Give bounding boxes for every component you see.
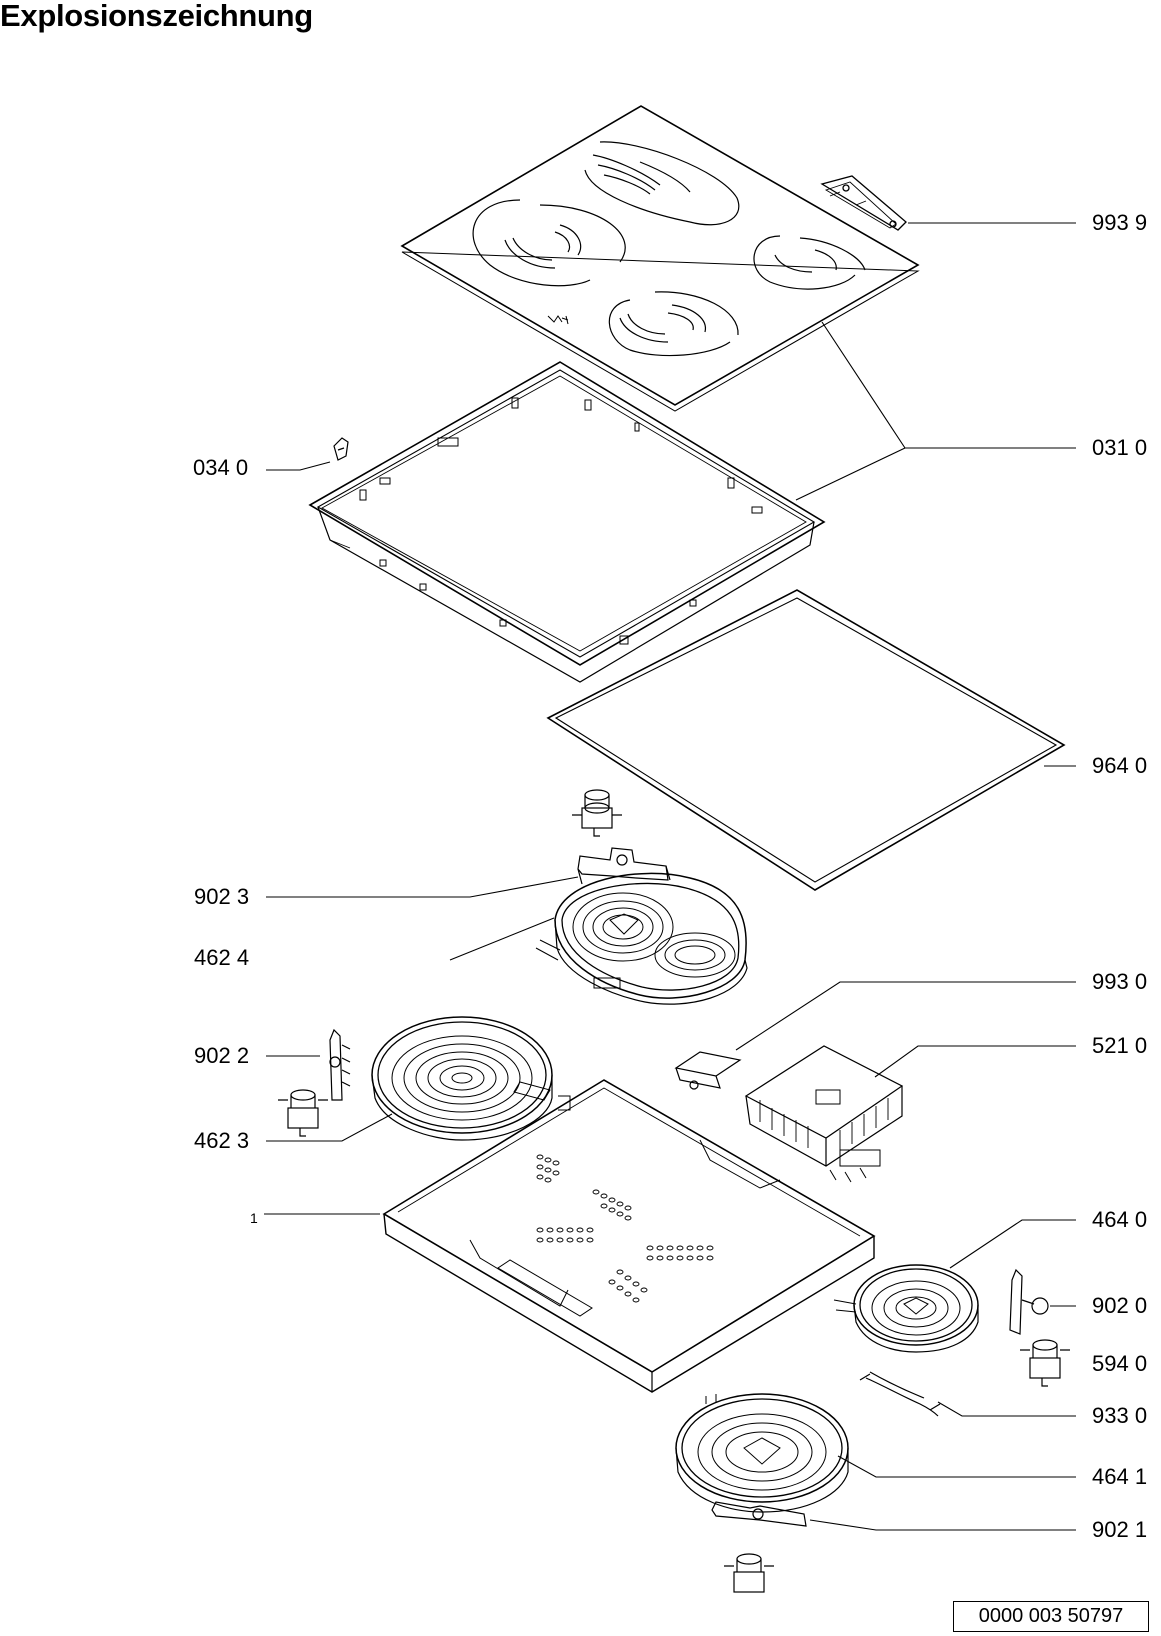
label-464-0: 464 0 bbox=[1092, 1207, 1148, 1232]
label-031-0: 031 0 bbox=[1092, 435, 1148, 460]
small-cooking-zone-marking bbox=[753, 235, 866, 290]
label-1: 1 bbox=[250, 1210, 258, 1226]
vent-holes bbox=[536, 1154, 714, 1303]
part-902-1-bracket bbox=[711, 1501, 807, 1527]
label-521-0: 521 0 bbox=[1092, 1033, 1148, 1058]
large-cooking-zone-marking bbox=[472, 199, 626, 287]
glass-ceramic-top bbox=[400, 105, 920, 412]
label-964-0: 964 0 bbox=[1092, 753, 1148, 778]
base-pan bbox=[382, 1079, 876, 1393]
label-993-9: 993 9 bbox=[1092, 210, 1148, 235]
leader-lines bbox=[264, 222, 1076, 1531]
part-902-0-bracket bbox=[1009, 1268, 1049, 1335]
thermostat-left bbox=[278, 1089, 328, 1137]
label-933-0: 933 0 bbox=[1092, 1403, 1148, 1428]
large-round-radiant-heater bbox=[371, 1016, 571, 1141]
part-594-0-thermostat bbox=[1020, 1339, 1070, 1387]
label-993-0: 993 0 bbox=[1092, 969, 1148, 994]
part-993-9-bracket bbox=[820, 175, 907, 231]
hob-frame bbox=[308, 361, 826, 683]
page-title: Explosionszeichnung bbox=[0, 0, 313, 33]
label-462-4: 462 4 bbox=[194, 945, 250, 970]
oval-radiant-heater bbox=[535, 872, 748, 1005]
part-902-2-bracket bbox=[329, 1028, 351, 1101]
round-radiant-heater-bottom bbox=[675, 1393, 849, 1513]
terminal-block bbox=[744, 1045, 904, 1183]
part-902-3-bracket bbox=[577, 847, 671, 885]
brand-logo-mark bbox=[547, 315, 569, 325]
label-902-2: 902 2 bbox=[194, 1043, 250, 1068]
round-radiant-heater-right bbox=[833, 1264, 979, 1353]
oval-cooking-zone-marking bbox=[584, 141, 740, 226]
part-933-0-cable bbox=[859, 1371, 941, 1417]
label-034-0: 034 0 bbox=[193, 455, 249, 480]
label-902-1: 902 1 bbox=[1092, 1517, 1148, 1542]
label-902-3: 902 3 bbox=[194, 884, 250, 909]
label-594-0: 594 0 bbox=[1092, 1351, 1148, 1376]
document-number-box: 0000 003 50797 bbox=[953, 1601, 1149, 1632]
thermostat-bottom bbox=[724, 1553, 774, 1593]
thermostat-top bbox=[572, 789, 622, 837]
front-cooking-zone-marking bbox=[608, 291, 739, 357]
label-902-0: 902 0 bbox=[1092, 1293, 1148, 1318]
sealing-gasket bbox=[546, 589, 1066, 891]
part-034-0-clip bbox=[333, 437, 349, 461]
label-464-1: 464 1 bbox=[1092, 1464, 1148, 1489]
label-462-3: 462 3 bbox=[194, 1128, 250, 1153]
part-993-0-bracket bbox=[674, 1051, 742, 1090]
